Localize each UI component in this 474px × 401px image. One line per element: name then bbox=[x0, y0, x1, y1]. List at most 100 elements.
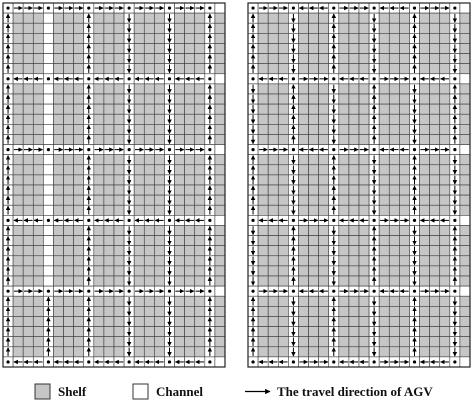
shelf-cell bbox=[174, 204, 185, 216]
shelf-cell bbox=[113, 124, 125, 135]
shelf-cell bbox=[103, 134, 115, 145]
shelf-cell bbox=[63, 33, 74, 44]
shelf-cell bbox=[113, 103, 125, 115]
shelf-cell bbox=[338, 346, 350, 358]
shelf-cell bbox=[194, 346, 206, 358]
shelf-cell bbox=[12, 164, 24, 176]
shelf-cell bbox=[22, 235, 34, 246]
shelf-cell bbox=[429, 316, 441, 327]
shelf-cell bbox=[358, 124, 370, 135]
shelf-cell bbox=[429, 113, 441, 125]
intersection-dot bbox=[412, 360, 417, 364]
shelf-cell bbox=[133, 245, 145, 257]
shelf-cell bbox=[459, 134, 471, 145]
shelf-cell bbox=[388, 22, 400, 34]
channel-cell bbox=[214, 144, 226, 155]
shelf-cell bbox=[113, 245, 125, 257]
shelf-cell bbox=[113, 12, 125, 24]
shelf-cell bbox=[348, 235, 360, 246]
intersection-dot bbox=[291, 6, 296, 10]
shelf-cell bbox=[378, 113, 390, 125]
channel-cell bbox=[43, 43, 54, 54]
shelf-cell bbox=[22, 83, 34, 95]
shelf-cell bbox=[257, 113, 269, 125]
shelf-cell bbox=[53, 63, 64, 75]
shelf-cell bbox=[318, 275, 330, 287]
shelf-cell bbox=[419, 53, 430, 64]
shelf-cell bbox=[154, 83, 165, 95]
shelf-cell bbox=[358, 316, 370, 327]
shelf-cell bbox=[267, 326, 279, 337]
shelf-cell bbox=[298, 326, 309, 337]
shelf-cell bbox=[298, 22, 309, 34]
shelf-cell bbox=[143, 225, 155, 236]
shelf-cell bbox=[73, 83, 85, 95]
shelf-cell bbox=[277, 316, 289, 327]
shelf-cell bbox=[214, 204, 226, 216]
shelf-cell bbox=[184, 204, 196, 216]
legend-channel-label: Channel bbox=[156, 384, 203, 399]
shelf-cell bbox=[399, 184, 410, 196]
shelf-cell bbox=[419, 275, 430, 287]
shelf-cell bbox=[133, 53, 145, 64]
shelf-cell bbox=[194, 255, 206, 267]
shelf-cell bbox=[267, 33, 279, 44]
shelf-cell bbox=[12, 326, 24, 337]
shelf-cell bbox=[318, 113, 330, 125]
shelf-cell bbox=[22, 316, 34, 327]
shelf-cell bbox=[184, 22, 196, 34]
intersection-dot bbox=[251, 6, 255, 10]
shelf-cell bbox=[459, 194, 471, 206]
shelf-cell bbox=[12, 235, 24, 246]
shelf-cell bbox=[348, 336, 360, 348]
shelf-cell bbox=[267, 174, 279, 186]
shelf-cell bbox=[184, 12, 196, 24]
shelf-cell bbox=[194, 124, 206, 135]
shelf-cell bbox=[214, 93, 226, 105]
shelf-cell bbox=[318, 306, 330, 317]
shelf-cell bbox=[257, 63, 269, 75]
shelf-cell bbox=[419, 336, 430, 348]
channel-cell bbox=[43, 255, 54, 267]
shelf-cell bbox=[32, 204, 44, 216]
shelf-cell bbox=[133, 184, 145, 196]
shelf-cell bbox=[133, 93, 145, 105]
shelf-cell bbox=[184, 194, 196, 206]
intersection-dot bbox=[332, 218, 336, 222]
shelf-cell bbox=[53, 93, 64, 105]
shelf-cell bbox=[338, 124, 350, 135]
shelf-cell bbox=[113, 154, 125, 166]
shelf-cell bbox=[73, 245, 85, 257]
shelf-cell bbox=[63, 184, 74, 196]
shelf-cell bbox=[388, 235, 400, 246]
shelf-cell bbox=[184, 275, 196, 287]
shelf-cell bbox=[154, 53, 165, 64]
shelf-cell bbox=[113, 265, 125, 277]
shelf-cell bbox=[53, 12, 64, 24]
shelf-cell bbox=[419, 265, 430, 277]
shelf-cell bbox=[277, 53, 289, 64]
shelf-cell bbox=[439, 326, 451, 337]
intersection-dot bbox=[208, 360, 212, 364]
shelf-cell bbox=[12, 306, 24, 317]
shelf-cell bbox=[318, 12, 330, 24]
shelf-cell bbox=[429, 154, 441, 166]
shelf-cell bbox=[267, 83, 279, 95]
shelf-cell bbox=[12, 154, 24, 166]
shelf-cell bbox=[154, 255, 165, 267]
intersection-dot bbox=[251, 289, 255, 293]
shelf-cell bbox=[358, 83, 370, 95]
shelf-cell bbox=[113, 174, 125, 186]
intersection-dot bbox=[208, 77, 212, 81]
shelf-cell bbox=[103, 204, 115, 216]
shelf-cell bbox=[93, 275, 105, 287]
shelf-cell bbox=[22, 164, 34, 176]
shelf-cell bbox=[419, 103, 430, 115]
shelf-cell bbox=[399, 154, 410, 166]
shelf-cell bbox=[133, 326, 145, 337]
shelf-cell bbox=[318, 22, 330, 34]
shelf-cell bbox=[459, 113, 471, 125]
shelf-cell bbox=[358, 204, 370, 216]
shelf-cell bbox=[184, 346, 196, 358]
shelf-cell bbox=[174, 124, 185, 135]
